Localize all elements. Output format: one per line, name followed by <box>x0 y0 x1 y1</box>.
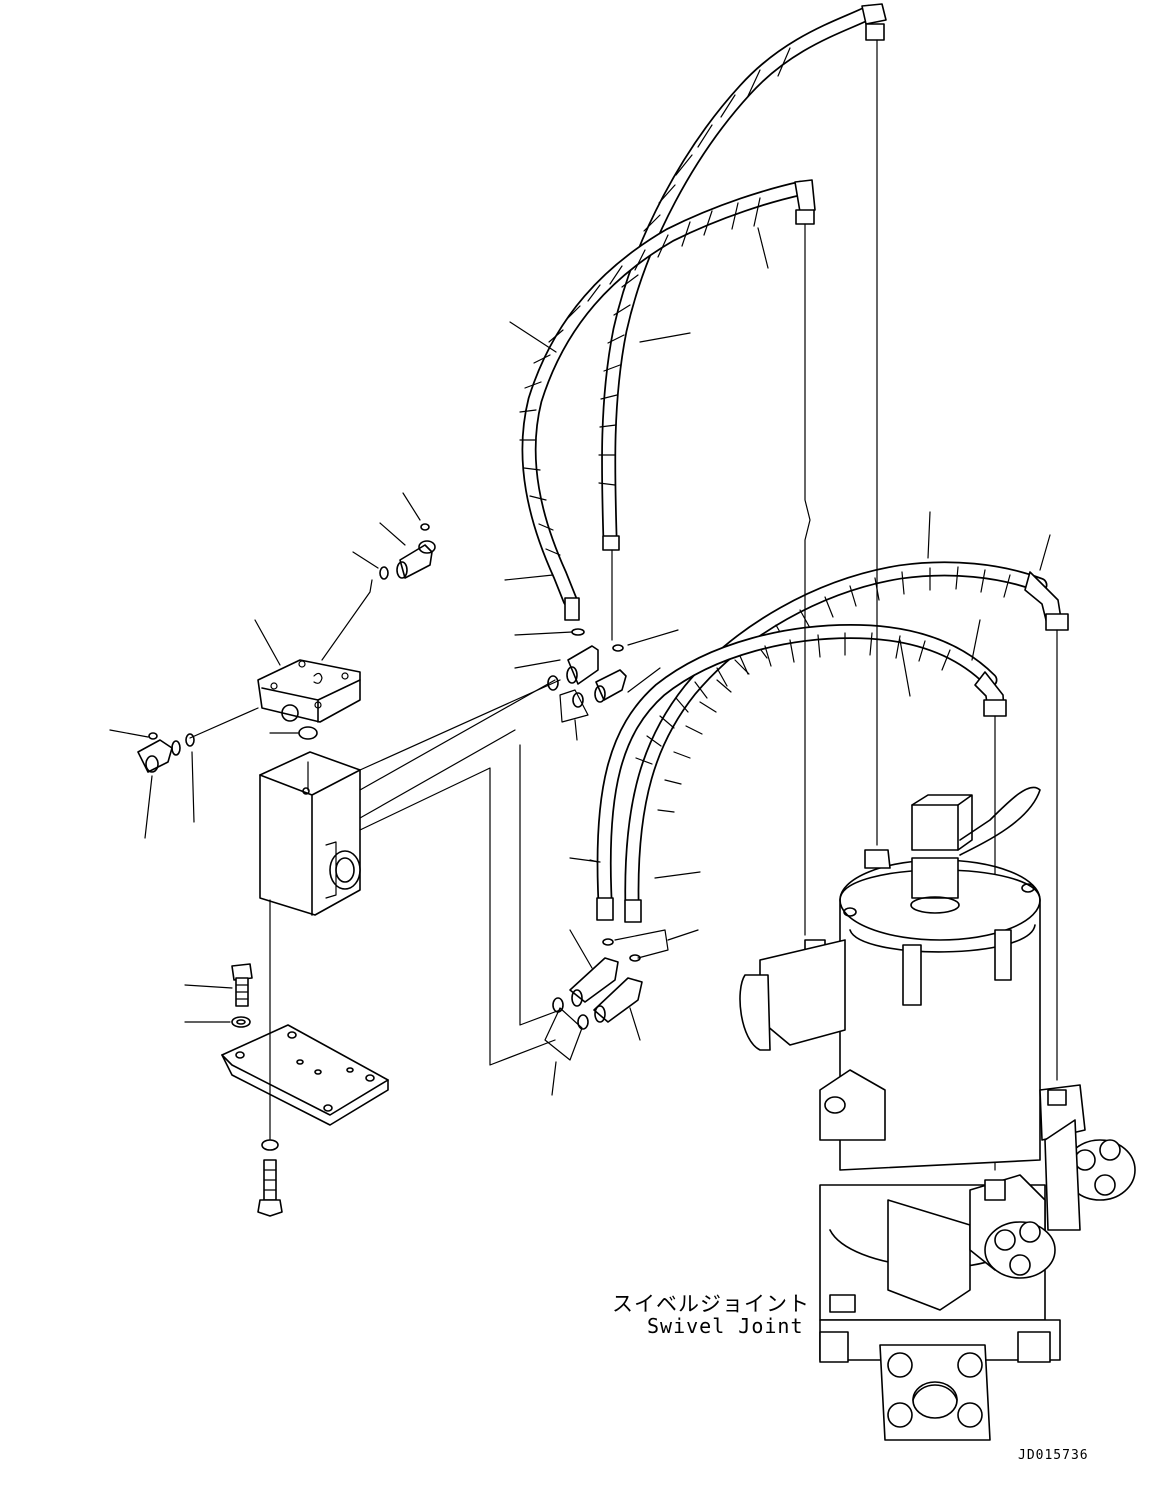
component-label-english: Swivel Joint <box>647 1314 804 1338</box>
lower-fittings <box>544 857 701 1096</box>
crossing-lines <box>359 679 561 771</box>
elbow-fitting-top <box>352 492 436 580</box>
mounting-hardware <box>184 899 389 1217</box>
valve-block <box>189 579 373 739</box>
hose-a <box>598 3 887 551</box>
hose-c <box>624 561 1069 923</box>
manifold-block <box>259 679 561 1066</box>
swivel-joint <box>739 786 1136 1441</box>
drawing-code: JD015736 <box>1018 1448 1089 1463</box>
middle-fittings <box>504 574 679 741</box>
elbow-fitting-left <box>109 729 195 839</box>
component-label-japanese: スイベルジョイント <box>612 1292 810 1316</box>
hose-b <box>519 179 816 621</box>
leader-lines <box>254 227 1051 697</box>
